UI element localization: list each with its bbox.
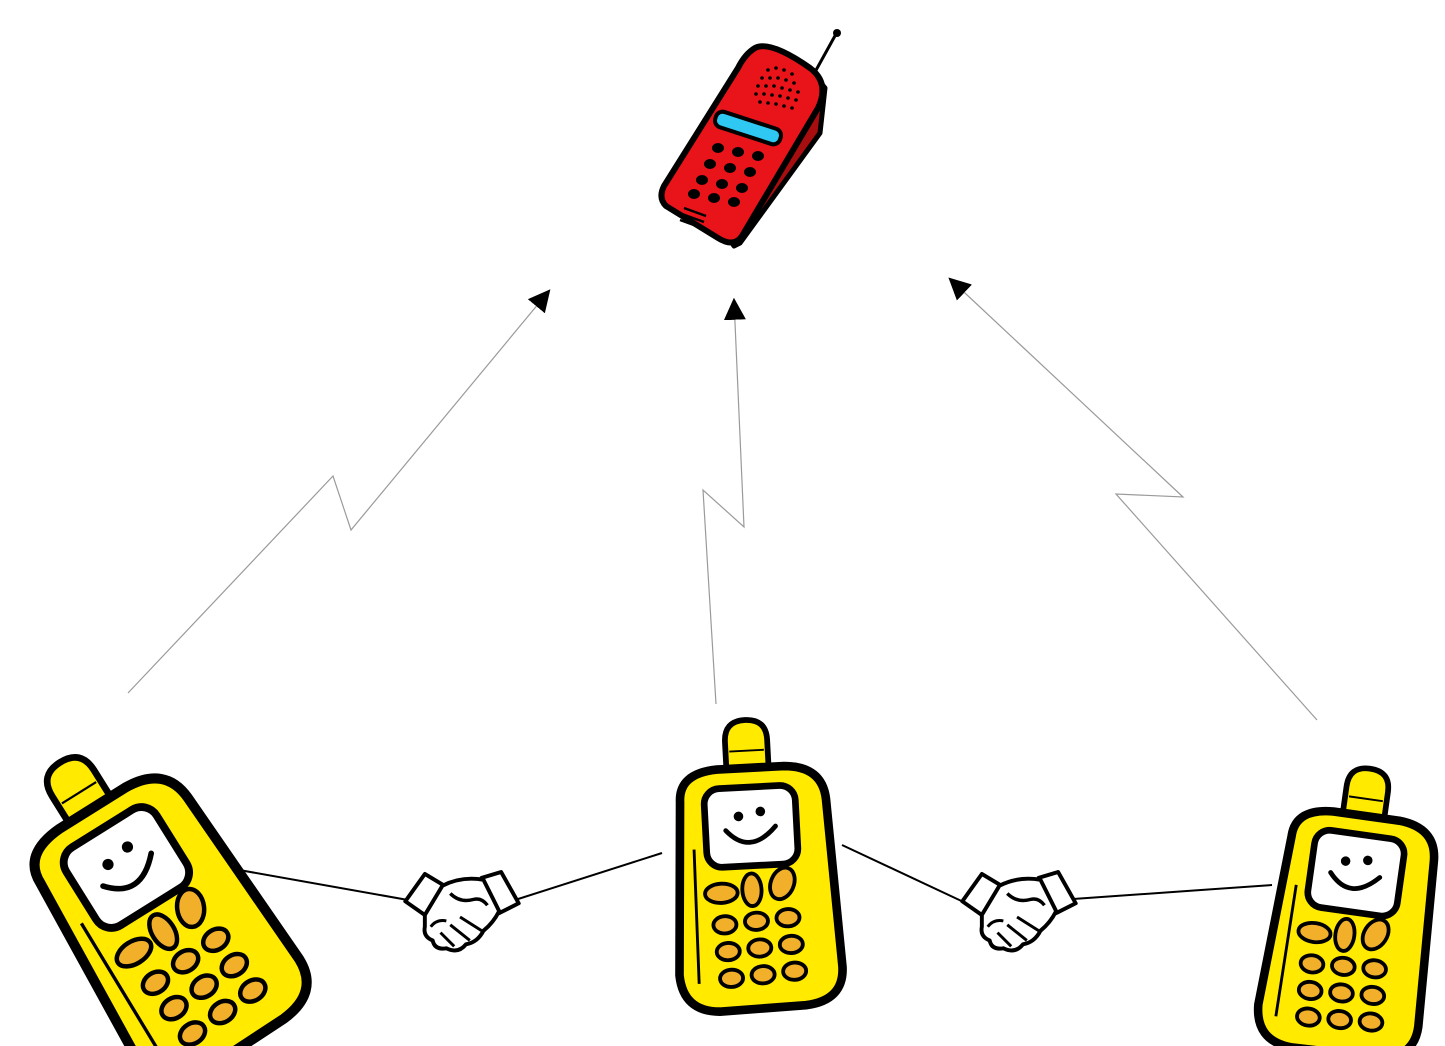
smiling-yellow-phone-icon [1253, 758, 1445, 1046]
peer-link-left-a [227, 867, 409, 901]
peer-link-right-a [841, 844, 971, 906]
red-cell-phone-icon [658, 29, 841, 249]
peer-link-left-b [514, 852, 663, 901]
mobile-phone-right [1253, 758, 1445, 1046]
uplink-left [127, 289, 551, 694]
uplink-center [702, 297, 746, 705]
smiling-yellow-phone-icon [666, 716, 844, 1014]
peer-links [227, 844, 1273, 906]
mobile-phone-center [666, 716, 844, 1014]
smiling-yellow-phone-icon [0, 710, 323, 1046]
handshake-icon [403, 870, 521, 953]
handshake-icon [960, 870, 1078, 953]
peer-link-right-b [1072, 884, 1273, 900]
uplink-arrows [127, 277, 1318, 721]
uplink-right [948, 277, 1318, 721]
mobile-phone-left [0, 710, 323, 1046]
